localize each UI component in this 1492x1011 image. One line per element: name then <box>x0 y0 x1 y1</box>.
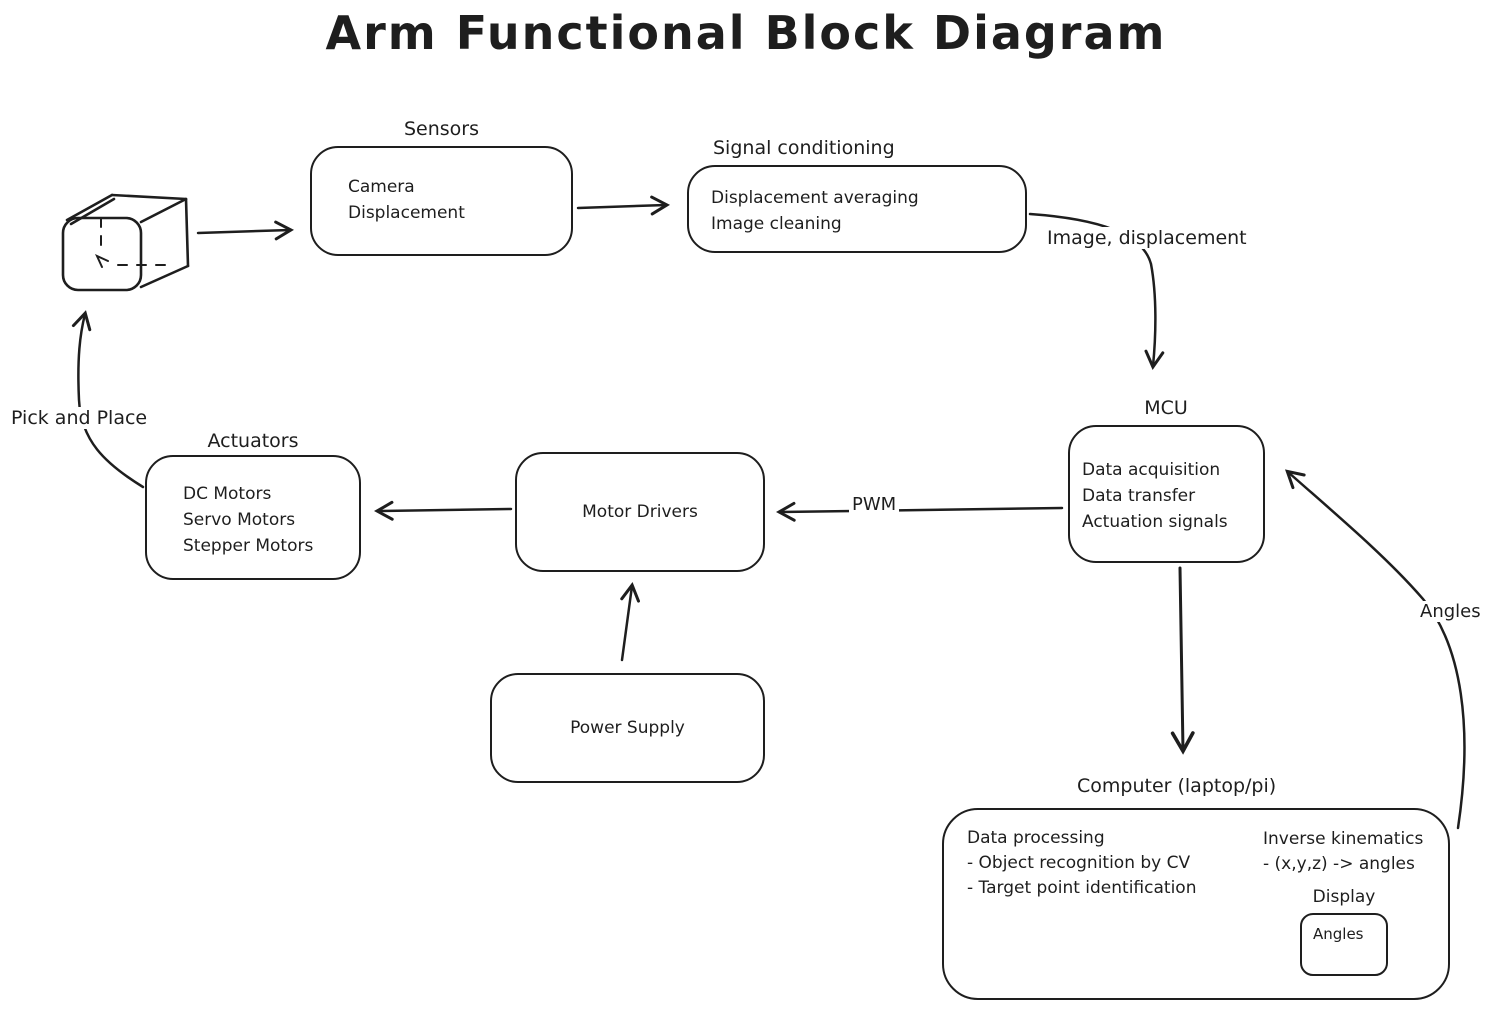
display-box: Angles <box>1300 913 1388 976</box>
computer-box <box>942 808 1450 1000</box>
diagram-title: Arm Functional Block Diagram <box>325 6 1167 60</box>
display-box-text: Angles <box>1313 925 1364 943</box>
workpiece-cube-icon <box>61 193 190 292</box>
mcu-line: Data acquisition <box>1082 460 1221 480</box>
computer-inverse-kinematics-line: Inverse kinematics <box>1263 829 1424 849</box>
actuators-line: Stepper Motors <box>183 536 314 556</box>
computer-inverse-kinematics-line: - (x,y,z) -> angles <box>1263 854 1415 874</box>
display-label: Display <box>1312 887 1376 907</box>
arrow-sensors-to-signal-conditioning <box>576 195 670 216</box>
actuators-line: Servo Motors <box>183 510 296 530</box>
power-supply-box: Power Supply <box>490 673 765 783</box>
computer-inverse-kinematics: Inverse kinematics - (x,y,z) -> angles <box>1263 827 1423 877</box>
motor-drivers-box: Motor Drivers <box>515 452 765 572</box>
mcu-box: Data acquisition Data transfer Actuation… <box>1068 425 1265 563</box>
arrow-power-supply-to-motor-drivers <box>620 582 640 662</box>
arrow-motor-drivers-to-actuators <box>374 500 513 521</box>
sensors-line: Camera <box>348 177 415 197</box>
sensors-line: Displacement <box>348 203 465 223</box>
arrow-mcu-to-computer <box>1170 566 1195 755</box>
computer-data-processing-line: - Object recognition by CV <box>967 853 1191 873</box>
actuators-box: DC Motors Servo Motors Stepper Motors <box>145 455 361 580</box>
actuators-line: DC Motors <box>183 484 272 504</box>
actuators-label: Actuators <box>207 430 299 452</box>
signal-conditioning-box: Displacement averaging Image cleaning <box>687 165 1027 253</box>
computer-label: Computer (laptop/pi) <box>1077 775 1277 797</box>
computer-data-processing-line: Data processing <box>967 828 1105 848</box>
power-supply-text: Power Supply <box>570 718 685 738</box>
mcu-label: MCU <box>1144 397 1188 419</box>
signal-conditioning-line: Displacement averaging <box>711 188 919 208</box>
arrow-mcu-to-motor-drivers <box>776 501 1064 522</box>
motor-drivers-text: Motor Drivers <box>582 502 698 522</box>
computer-data-processing: Data processing - Object recognition by … <box>967 826 1196 901</box>
mcu-line: Data transfer <box>1082 486 1196 506</box>
edge-label-angles: Angles <box>1417 601 1484 622</box>
edge-label-image-displacement: Image, displacement <box>1044 227 1250 249</box>
arrow-workpiece-to-sensors <box>196 220 294 241</box>
arrow-computer-to-mcu <box>1285 469 1466 830</box>
arrow-actuators-to-workpiece <box>71 310 145 489</box>
computer-data-processing-line: - Target point identification <box>967 878 1197 898</box>
signal-conditioning-label: Signal conditioning <box>713 137 895 159</box>
sensors-box: Camera Displacement <box>310 146 573 256</box>
arrow-signal-conditioning-to-mcu <box>1028 212 1165 370</box>
mcu-line: Actuation signals <box>1082 512 1228 532</box>
signal-conditioning-line: Image cleaning <box>711 214 842 234</box>
edge-label-pick-and-place: Pick and Place <box>8 407 151 429</box>
sensors-label: Sensors <box>403 118 480 140</box>
edge-label-pwm: PWM <box>849 494 900 515</box>
